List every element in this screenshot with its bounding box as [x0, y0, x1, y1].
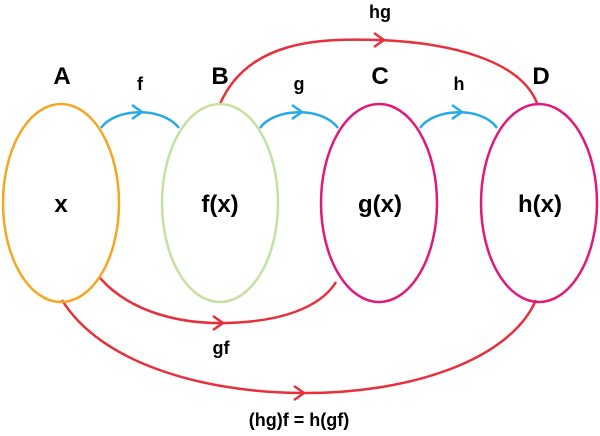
map-label-g: g [294, 74, 305, 94]
g-arrow [258, 103, 340, 129]
hgf-arrow-path [60, 299, 538, 395]
set-a-ellipse [1, 102, 121, 304]
map-label-hg: hg [369, 2, 391, 22]
hgf-arrowhead [293, 384, 306, 402]
set-b-title: B [211, 63, 228, 90]
hg-arrow [218, 31, 539, 105]
hgf-arrow [60, 299, 538, 402]
map-label-gf: gf [213, 338, 231, 358]
g-arrowhead [291, 103, 304, 121]
element-gx: g(x) [358, 191, 402, 218]
h-arrow-path [418, 111, 499, 129]
set-d-ellipse [479, 102, 599, 304]
g-arrow-path [258, 111, 340, 129]
hg-arrow-path [218, 38, 539, 105]
gf-arrow-path [99, 277, 338, 325]
map-label-h: h [454, 74, 465, 94]
set-d-title: D [532, 63, 549, 90]
f-arrow-path [99, 111, 180, 129]
gf-arrowhead [212, 314, 225, 332]
element-hx: h(x) [518, 191, 562, 218]
element-fx: f(x) [201, 191, 238, 218]
set-c-ellipse [319, 102, 439, 304]
set-c-title: C [371, 63, 388, 90]
f-arrowhead [131, 103, 144, 121]
h-arrow [418, 103, 499, 129]
map-label-f: f [137, 74, 144, 94]
element-x: x [54, 191, 68, 218]
f-arrow [99, 103, 180, 129]
gf-arrow [99, 277, 338, 332]
set-a-title: A [53, 63, 70, 90]
h-arrowhead [451, 103, 464, 121]
hg-arrowhead [373, 31, 386, 49]
set-b-ellipse [160, 102, 280, 304]
associativity-equation: (hg)f = h(gf) [249, 410, 349, 430]
